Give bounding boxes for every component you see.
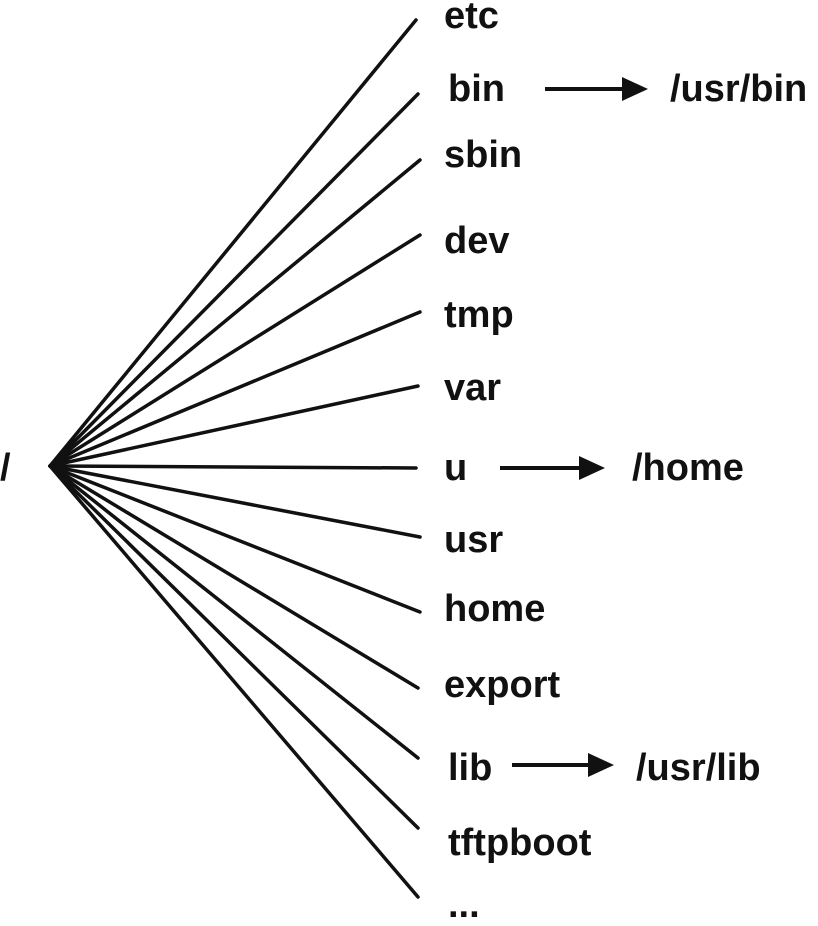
branch-line-bin [48, 92, 420, 468]
directory-etc: etc [444, 0, 499, 37]
branch-line-export [48, 464, 420, 690]
branch-line-home [48, 464, 422, 614]
branch-lines [48, 18, 422, 899]
directory-home: home [444, 588, 546, 630]
directory-tmp: tmp [444, 294, 514, 336]
arrow-head-bin [622, 77, 648, 101]
branch-line-tmp [48, 310, 422, 468]
arrow-head-u [579, 456, 605, 480]
branch-line-u [48, 464, 418, 470]
directory-var: var [444, 367, 502, 409]
directory-bin: bin [448, 68, 505, 110]
link-target-home: /home [632, 447, 744, 489]
directory-u: u [444, 447, 468, 489]
link-arrows [500, 77, 648, 777]
directory-ellipsis: ... [448, 884, 480, 926]
branch-line-dev [48, 233, 422, 468]
branch-line-etc [48, 18, 418, 468]
branch-line-lib [48, 464, 420, 760]
branch-line-sbin [48, 158, 422, 468]
link-target-usr-lib: /usr/lib [636, 747, 761, 789]
arrow-head-lib [588, 753, 614, 777]
link-target-usr-bin: /usr/bin [670, 68, 808, 110]
directory-dev: dev [444, 220, 510, 262]
branch-line-var [48, 384, 420, 468]
branch-line- [48, 464, 420, 899]
directory-sbin: sbin [444, 134, 523, 176]
directory-export: export [444, 664, 561, 706]
branch-line-usr [48, 464, 422, 539]
root-directory-label: / [0, 447, 11, 489]
branch-line-tftpboot [48, 464, 420, 830]
directory-usr: usr [444, 519, 504, 561]
directory-lib: lib [448, 747, 493, 789]
directory-tftpboot: tftpboot [448, 822, 592, 864]
